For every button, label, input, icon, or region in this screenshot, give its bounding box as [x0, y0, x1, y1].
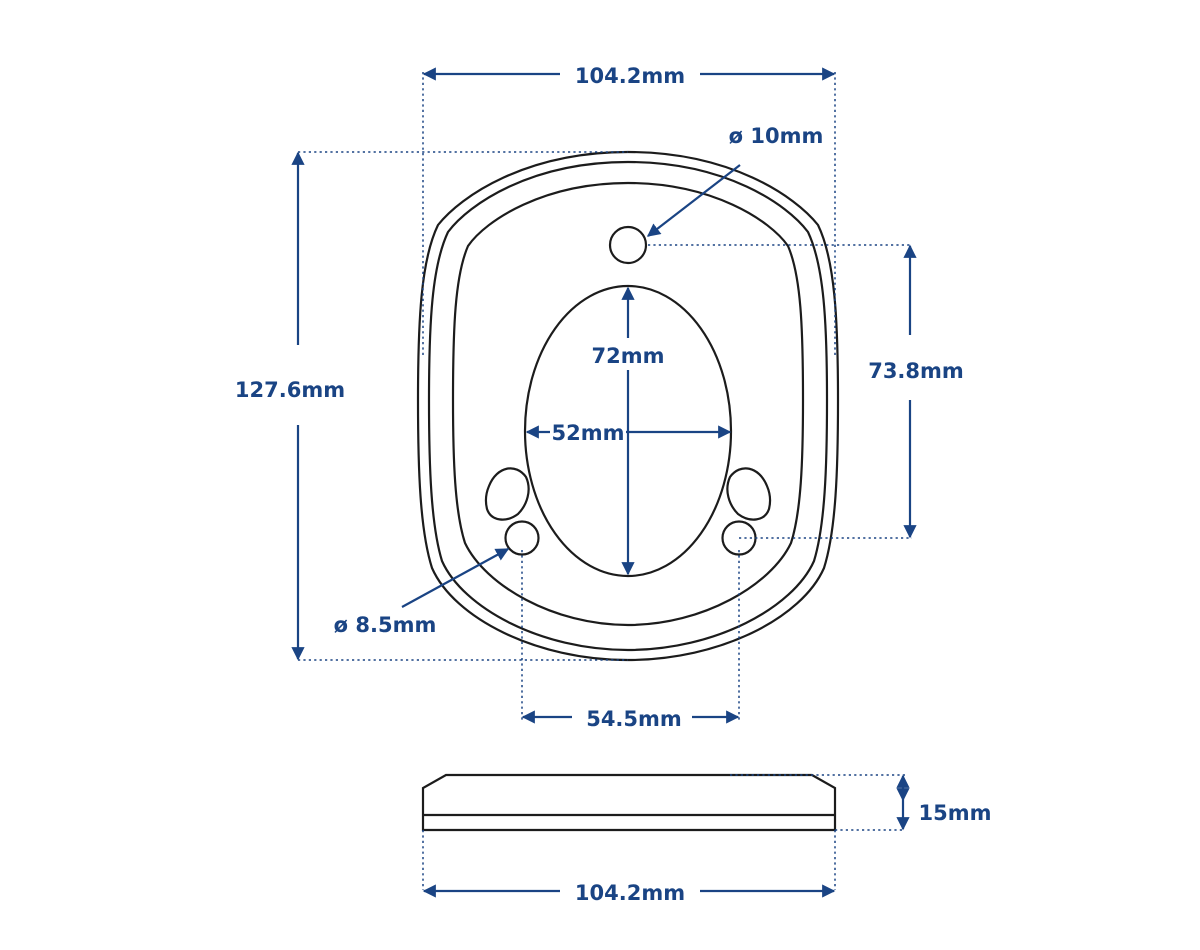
right-slot	[726, 467, 772, 521]
label-oval-width: 52mm	[552, 421, 625, 445]
label-top-hole-diameter: ø 10mm	[729, 124, 824, 148]
plate-side-view	[421, 773, 837, 832]
left-slot	[484, 467, 530, 521]
dimension-labels: 104.2mm 127.6mm ø 10mm 73.8mm 72mm 52mm …	[235, 64, 992, 905]
label-height: 127.6mm	[235, 378, 345, 402]
top-hole-leader	[646, 164, 741, 237]
label-bottom-hole-spacing: 54.5mm	[586, 707, 682, 731]
extension-lines	[298, 72, 912, 890]
label-side-width: 104.2mm	[575, 881, 685, 905]
label-side-hole-diameter: ø 8.5mm	[334, 613, 437, 637]
label-hole-spacing-vertical: 73.8mm	[868, 359, 964, 383]
top-screw-hole	[608, 225, 648, 265]
plate-second-edge	[427, 160, 829, 652]
plate-inner-edge	[451, 181, 805, 627]
label-thickness: 15mm	[919, 801, 992, 825]
side-hole-leader	[401, 548, 510, 608]
label-oval-height: 72mm	[592, 344, 665, 368]
side-profile	[421, 773, 837, 832]
label-top-width: 104.2mm	[575, 64, 685, 88]
dimension-lines	[291, 67, 917, 898]
left-screw-hole	[504, 520, 540, 556]
